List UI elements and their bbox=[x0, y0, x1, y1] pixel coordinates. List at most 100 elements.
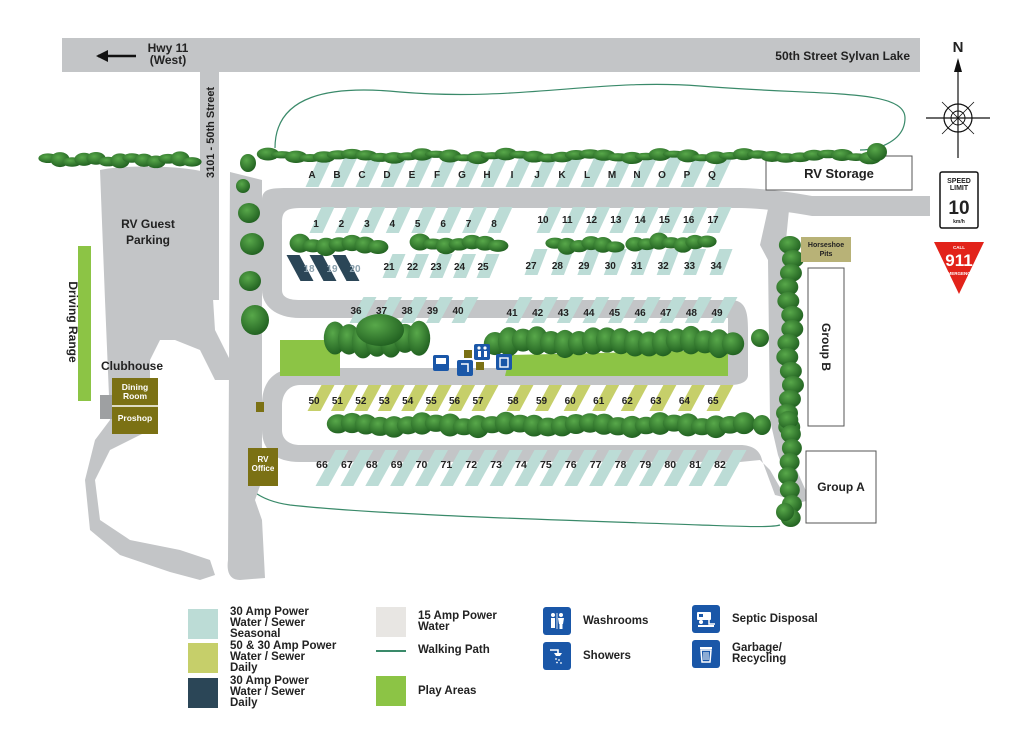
site-42[interactable] bbox=[531, 297, 559, 323]
site-56[interactable] bbox=[448, 385, 476, 411]
site-13[interactable] bbox=[609, 207, 635, 233]
site-72[interactable] bbox=[464, 450, 498, 486]
site-43[interactable] bbox=[556, 297, 584, 323]
site-16[interactable] bbox=[682, 207, 708, 233]
site-62[interactable] bbox=[620, 385, 648, 411]
site-6[interactable] bbox=[436, 207, 462, 233]
site-F[interactable] bbox=[430, 157, 458, 187]
site-41[interactable] bbox=[505, 297, 533, 323]
site-30[interactable] bbox=[603, 249, 627, 275]
site-22[interactable] bbox=[406, 254, 429, 278]
site-67[interactable] bbox=[340, 450, 374, 486]
site-49[interactable] bbox=[710, 297, 738, 323]
site-19[interactable] bbox=[309, 255, 337, 281]
site-3[interactable] bbox=[360, 207, 386, 233]
site-44[interactable] bbox=[582, 297, 610, 323]
site-59[interactable] bbox=[535, 385, 563, 411]
site-H[interactable] bbox=[480, 157, 508, 187]
site-38[interactable] bbox=[400, 297, 428, 323]
site-52[interactable] bbox=[354, 385, 382, 411]
site-10[interactable] bbox=[536, 207, 562, 233]
site-8[interactable] bbox=[487, 207, 513, 233]
site-G[interactable] bbox=[455, 157, 483, 187]
site-1[interactable] bbox=[309, 207, 335, 233]
site-66[interactable] bbox=[315, 450, 349, 486]
site-47[interactable] bbox=[659, 297, 687, 323]
site-2[interactable] bbox=[334, 207, 360, 233]
site-27[interactable] bbox=[524, 249, 548, 275]
site-I[interactable] bbox=[505, 157, 533, 187]
site-61[interactable] bbox=[592, 385, 620, 411]
site-53[interactable] bbox=[377, 385, 405, 411]
site-20[interactable] bbox=[332, 255, 360, 281]
site-64[interactable] bbox=[677, 385, 705, 411]
site-O[interactable] bbox=[655, 157, 683, 187]
site-60[interactable] bbox=[563, 385, 591, 411]
site-71[interactable] bbox=[439, 450, 473, 486]
site-81[interactable] bbox=[688, 450, 722, 486]
site-P[interactable] bbox=[680, 157, 708, 187]
site-58[interactable] bbox=[506, 385, 534, 411]
site-23[interactable] bbox=[429, 254, 453, 278]
site-50[interactable] bbox=[307, 385, 335, 411]
site-24[interactable] bbox=[453, 254, 476, 278]
tree-groups bbox=[38, 143, 887, 527]
site-K[interactable] bbox=[555, 157, 583, 187]
site-14[interactable] bbox=[633, 207, 659, 233]
site-48[interactable] bbox=[684, 297, 712, 323]
site-28[interactable] bbox=[550, 249, 574, 275]
site-32[interactable] bbox=[656, 249, 680, 275]
site-40[interactable] bbox=[451, 297, 479, 323]
site-21[interactable] bbox=[382, 254, 406, 278]
site-80[interactable] bbox=[663, 450, 697, 486]
site-C[interactable] bbox=[355, 157, 383, 187]
site-79[interactable] bbox=[638, 450, 672, 486]
site-A[interactable] bbox=[305, 157, 333, 187]
site-63[interactable] bbox=[649, 385, 677, 411]
site-29[interactable] bbox=[577, 249, 601, 275]
site-E[interactable] bbox=[405, 157, 433, 187]
site-75[interactable] bbox=[539, 450, 573, 486]
site-7[interactable] bbox=[462, 207, 488, 233]
site-65[interactable] bbox=[706, 385, 734, 411]
site-34[interactable] bbox=[709, 249, 733, 275]
site-70[interactable] bbox=[415, 450, 448, 486]
site-25[interactable] bbox=[476, 254, 500, 278]
site-78[interactable] bbox=[614, 450, 647, 486]
site-11[interactable] bbox=[560, 207, 586, 233]
site-82[interactable] bbox=[713, 450, 747, 486]
site-label-K: K bbox=[558, 170, 566, 181]
site-15[interactable] bbox=[657, 207, 683, 233]
site-36[interactable] bbox=[349, 297, 377, 323]
site-68[interactable] bbox=[365, 450, 399, 486]
site-31[interactable] bbox=[630, 249, 654, 275]
site-J[interactable] bbox=[530, 157, 558, 187]
site-77[interactable] bbox=[589, 450, 623, 486]
site-51[interactable] bbox=[330, 385, 358, 411]
site-73[interactable] bbox=[489, 450, 523, 486]
site-label-4: 4 bbox=[390, 219, 396, 230]
site-45[interactable] bbox=[608, 297, 635, 323]
site-39[interactable] bbox=[426, 297, 453, 323]
site-46[interactable] bbox=[633, 297, 661, 323]
rv-storage-label: RV Storage bbox=[804, 166, 874, 181]
site-18[interactable] bbox=[286, 255, 314, 281]
site-L[interactable] bbox=[580, 157, 608, 187]
site-33[interactable] bbox=[683, 249, 707, 275]
site-Q[interactable] bbox=[705, 157, 733, 187]
site-69[interactable] bbox=[390, 450, 424, 486]
site-12[interactable] bbox=[585, 207, 611, 233]
site-N[interactable] bbox=[630, 157, 658, 187]
site-5[interactable] bbox=[411, 207, 437, 233]
site-4[interactable] bbox=[385, 207, 411, 233]
site-55[interactable] bbox=[424, 385, 452, 411]
site-74[interactable] bbox=[514, 450, 548, 486]
site-17[interactable] bbox=[706, 207, 732, 233]
site-76[interactable] bbox=[564, 450, 598, 486]
site-M[interactable] bbox=[605, 157, 633, 187]
site-B[interactable] bbox=[330, 157, 358, 187]
site-D[interactable] bbox=[380, 157, 408, 187]
site-54[interactable] bbox=[401, 385, 429, 411]
site-57[interactable] bbox=[471, 385, 499, 411]
